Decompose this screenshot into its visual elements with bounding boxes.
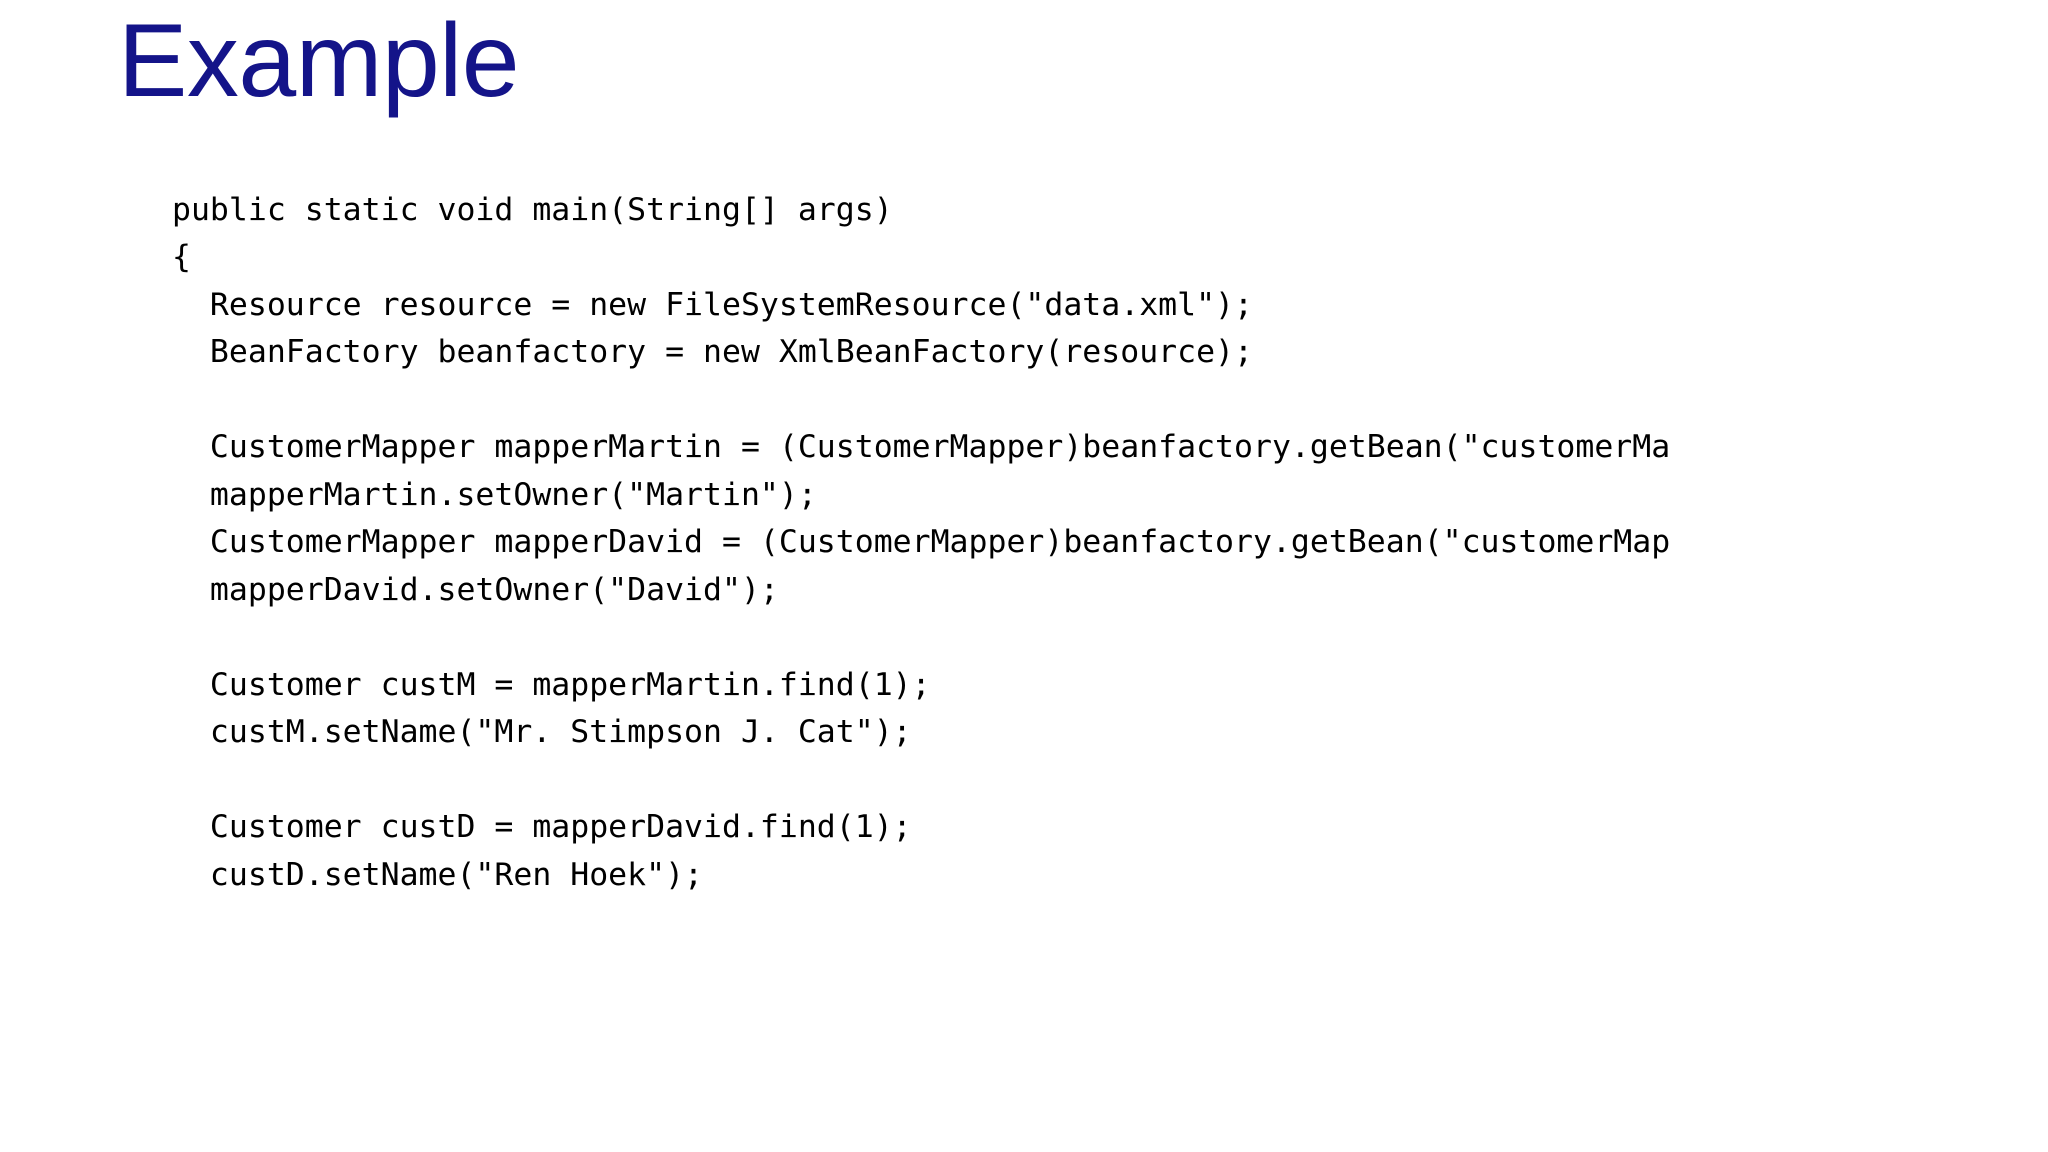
code-block: public static void main(String[] args){ … xyxy=(172,187,2048,900)
code-line: custM.setName("Mr. Stimpson J. Cat"); xyxy=(172,714,912,750)
code-line: Resource resource = new FileSystemResour… xyxy=(172,286,1253,323)
code-line: mapperMartin.setOwner("Martin"); xyxy=(172,476,817,513)
code-line-blank xyxy=(172,377,2048,425)
code-line: CustomerMapper mapperMartin = (CustomerM… xyxy=(172,429,1671,465)
code-line: Customer custM = mapperMartin.find(1); xyxy=(172,666,931,703)
code-line: custD.setName("Ren Hoek"); xyxy=(172,856,704,893)
code-line-blank xyxy=(172,757,2048,805)
code-line: CustomerMapper mapperDavid = (CustomerMa… xyxy=(172,524,1671,560)
code-line: Customer custD = mapperDavid.find(1); xyxy=(172,809,912,845)
page-title: Example xyxy=(118,3,520,119)
code-line: public static void main(String[] args) xyxy=(172,191,893,228)
code-line: BeanFactory beanfactory = new XmlBeanFac… xyxy=(172,334,1253,370)
code-line: { xyxy=(172,239,191,275)
code-line-blank xyxy=(172,614,2048,662)
code-line: mapperDavid.setOwner("David"); xyxy=(172,571,779,608)
